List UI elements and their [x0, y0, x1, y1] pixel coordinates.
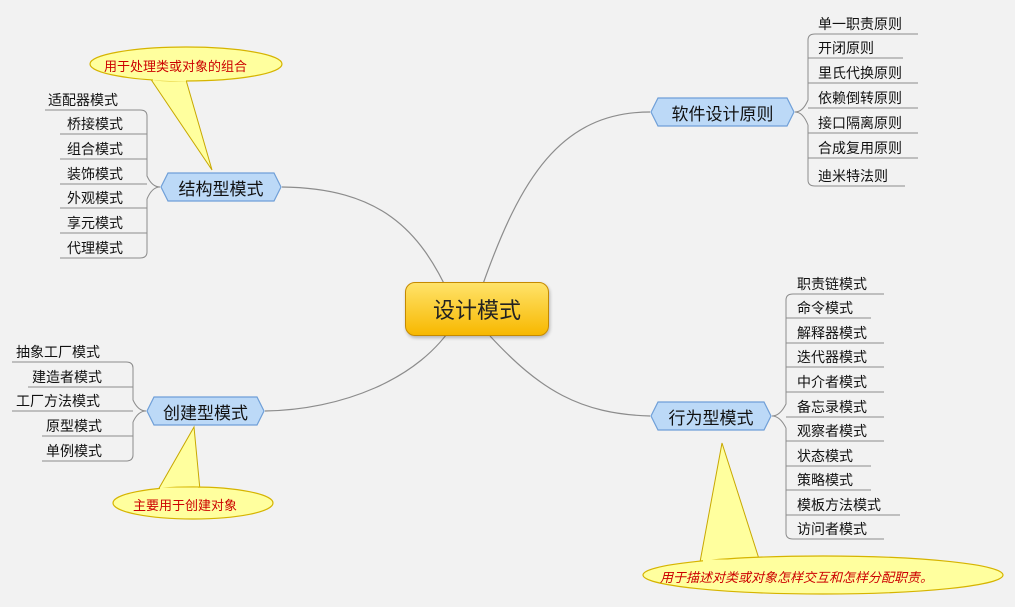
leaf-behavioral-pattern[interactable]: 观察者模式 [797, 424, 867, 440]
leaf-creational-pattern[interactable]: 单例模式 [46, 444, 102, 460]
leaf-behavioral-pattern[interactable]: 解释器模式 [797, 326, 867, 342]
creational-bracket [12, 361, 147, 462]
leaf-behavioral-pattern[interactable]: 备忘录模式 [797, 400, 867, 416]
branch-label-structural: 结构型模式 [178, 179, 264, 200]
center-node[interactable]: 设计模式 [405, 282, 549, 336]
leaf-structural-pattern[interactable]: 适配器模式 [48, 93, 118, 109]
leaf-structural-pattern[interactable]: 享元模式 [67, 216, 123, 232]
leaf-principle[interactable]: 里氏代换原则 [818, 66, 902, 82]
leaf-behavioral-pattern[interactable]: 中介者模式 [797, 375, 867, 391]
leaf-creational-pattern[interactable]: 原型模式 [46, 419, 102, 435]
branch-node-creational[interactable]: 创建型模式 [146, 396, 265, 426]
leaf-behavioral-pattern[interactable]: 命令模式 [797, 301, 853, 317]
structural-bracket [45, 109, 161, 259]
leaf-structural-pattern[interactable]: 组合模式 [67, 142, 123, 158]
branch-node-structural[interactable]: 结构型模式 [160, 172, 282, 202]
leaf-principle[interactable]: 合成复用原则 [818, 141, 902, 157]
leaf-principle[interactable]: 开闭原则 [818, 41, 874, 57]
structural-note-text: 用于处理类或对象的组合 [104, 60, 248, 75]
structural-note-callout [89, 46, 283, 171]
leaf-structural-pattern[interactable]: 装饰模式 [67, 167, 123, 183]
branch-node-behavioral[interactable]: 行为型模式 [650, 401, 772, 431]
leaf-principle[interactable]: 迪米特法则 [818, 169, 888, 185]
leaf-principle[interactable]: 接口隔离原则 [818, 116, 902, 132]
connector-creational [264, 321, 456, 412]
connector-principles [482, 111, 651, 285]
leaf-principle[interactable]: 依赖倒转原则 [818, 91, 902, 107]
branch-label-principles: 软件设计原则 [671, 104, 774, 125]
leaf-structural-pattern[interactable]: 代理模式 [67, 241, 123, 257]
leaf-creational-pattern[interactable]: 工厂方法模式 [16, 394, 100, 410]
hexagon-shape [650, 401, 772, 431]
branch-label-creational: 创建型模式 [163, 403, 248, 424]
leaf-behavioral-pattern[interactable]: 策略模式 [797, 473, 853, 489]
leaf-behavioral-pattern[interactable]: 访问者模式 [797, 522, 867, 538]
leaf-structural-pattern[interactable]: 桥接模式 [67, 117, 123, 133]
branch-connectors [264, 111, 651, 417]
creational-note-callout [112, 425, 274, 520]
leaf-structural-pattern[interactable]: 外观模式 [67, 191, 123, 207]
hexagon-shape [146, 396, 265, 426]
behavioral-note-callout [642, 442, 1004, 595]
leaf-principle[interactable]: 单一职责原则 [818, 17, 902, 33]
hexagon-shape [160, 172, 282, 202]
leaf-behavioral-pattern[interactable]: 职责链模式 [797, 277, 867, 293]
principles-bracket [794, 33, 918, 187]
leaf-creational-pattern[interactable]: 建造者模式 [32, 370, 102, 386]
center-label: 设计模式 [432, 299, 521, 324]
leaf-creational-pattern[interactable]: 抽象工厂模式 [16, 345, 100, 361]
leaf-behavioral-pattern[interactable]: 状态模式 [797, 449, 853, 465]
leaf-behavioral-pattern[interactable]: 迭代器模式 [797, 350, 867, 366]
behavioral-bracket [771, 293, 900, 540]
connector-behavioral [489, 335, 651, 417]
connector-structural [281, 186, 451, 297]
creational-note-text: 主要用于创建对象 [133, 499, 238, 514]
leaf-behavioral-pattern[interactable]: 模板方法模式 [797, 498, 881, 514]
behavioral-note-text: 用于描述对类或对象怎样交互和怎样分配职责。 [660, 571, 934, 586]
branch-node-principles[interactable]: 软件设计原则 [650, 97, 795, 127]
branch-label-behavioral: 行为型模式 [668, 408, 754, 429]
hexagon-shape [650, 97, 795, 127]
